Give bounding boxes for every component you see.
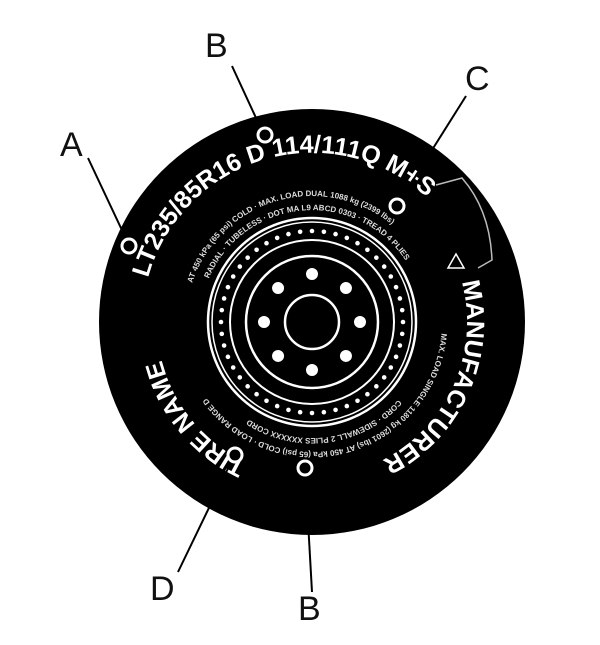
callout-c: C — [465, 60, 490, 98]
rim-dot — [381, 375, 387, 380]
lug-hole — [339, 349, 352, 362]
rim-dot — [333, 231, 338, 237]
callout-dot-d — [226, 446, 244, 464]
rim-dot — [365, 391, 370, 397]
wheel — [206, 216, 418, 428]
rim-dot — [399, 307, 405, 313]
rim-dot — [221, 343, 227, 348]
callout-dot-b-bottom — [296, 459, 314, 477]
rim-dot — [274, 403, 280, 409]
rim-dot — [344, 235, 350, 241]
callout-dot-c — [388, 197, 406, 215]
rim-dot — [399, 331, 405, 337]
lug-hole — [272, 349, 285, 362]
rim-dot — [245, 384, 250, 389]
rim-dot — [321, 409, 327, 415]
rim-dot — [230, 274, 236, 279]
leader-b-bottom — [304, 467, 313, 593]
rim-dot — [365, 247, 370, 253]
callout-a: A — [60, 126, 83, 164]
rim-dot — [219, 331, 225, 337]
rim-dot — [309, 410, 315, 416]
rim-dot — [333, 407, 338, 413]
callout-b-bottom: B — [298, 590, 321, 628]
rim-dot — [230, 365, 236, 370]
rim-dot — [225, 354, 231, 360]
lug-hole — [272, 282, 285, 295]
leader-c — [397, 95, 467, 205]
rim-dot — [225, 284, 231, 290]
lug-hole — [306, 268, 318, 280]
rim-dot — [393, 284, 399, 290]
rim-dots — [218, 228, 406, 416]
rim-dot — [321, 229, 327, 235]
rim-dot — [237, 264, 243, 269]
rim-dot — [218, 319, 224, 325]
rim-dot — [219, 307, 225, 313]
rim-dot — [286, 407, 291, 413]
lug-hole — [258, 316, 270, 328]
leader-a — [87, 157, 129, 244]
rim-dot — [286, 231, 291, 237]
mountain-snowflake-icon — [446, 252, 466, 269]
rim-dot — [264, 398, 269, 404]
rim-dot — [264, 240, 269, 246]
lug-hole — [306, 364, 318, 376]
leader-b-top — [231, 65, 264, 134]
callout-dot-b-top — [256, 126, 274, 144]
rim-dot — [388, 274, 394, 279]
severe-snow-bracket — [435, 177, 493, 269]
rim-dot — [381, 264, 387, 269]
lug-hole — [339, 282, 352, 295]
rim-dot — [400, 319, 406, 325]
rim-dot — [397, 343, 403, 348]
callout-b-top: B — [205, 27, 228, 65]
rim-dot — [374, 255, 379, 260]
callout-d: D — [150, 570, 175, 608]
rim-dot — [254, 391, 259, 397]
rim-dot — [393, 354, 399, 360]
rim-dot — [237, 375, 243, 380]
rim-dot — [221, 296, 227, 301]
leader-d — [177, 455, 235, 573]
rim-dot — [355, 240, 360, 246]
rim-dot — [374, 384, 379, 389]
rim-dot — [245, 255, 250, 260]
lug-hole — [354, 316, 366, 328]
rim-dot — [297, 229, 303, 235]
rim-dot — [309, 228, 315, 234]
rim-dot — [344, 403, 350, 409]
rim-dot — [297, 409, 303, 415]
tire — [99, 109, 525, 535]
rim-dot — [355, 398, 360, 404]
callout-dot-a — [120, 237, 138, 255]
lug-holes — [258, 268, 366, 376]
rim-dot — [397, 296, 403, 301]
rim-dot — [274, 235, 280, 241]
rim-dot — [388, 365, 394, 370]
rim-dot — [254, 247, 259, 253]
